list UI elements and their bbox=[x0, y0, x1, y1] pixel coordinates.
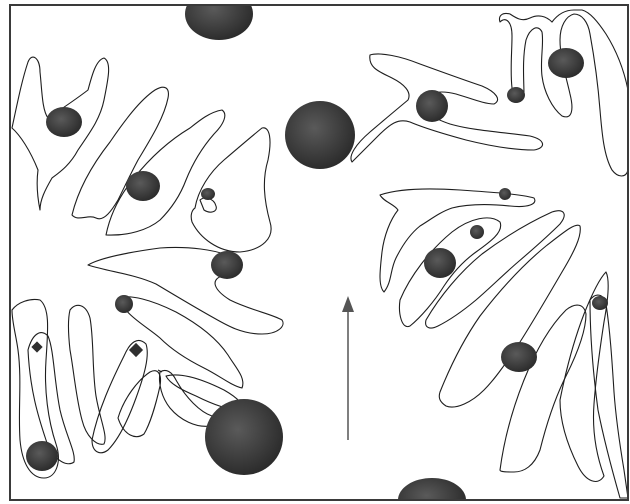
particle bbox=[26, 441, 58, 471]
particle bbox=[424, 248, 456, 278]
particle bbox=[115, 295, 133, 313]
large-particle bbox=[285, 101, 355, 169]
large-particle bbox=[205, 399, 283, 475]
particle bbox=[211, 251, 243, 279]
particle bbox=[499, 188, 511, 200]
particle bbox=[548, 48, 584, 78]
particle bbox=[592, 296, 608, 310]
particle bbox=[507, 87, 525, 103]
particle bbox=[46, 107, 82, 137]
particle bbox=[201, 188, 215, 200]
particle bbox=[126, 171, 160, 201]
particle bbox=[416, 90, 448, 122]
particle bbox=[501, 342, 537, 372]
particle bbox=[470, 225, 484, 239]
